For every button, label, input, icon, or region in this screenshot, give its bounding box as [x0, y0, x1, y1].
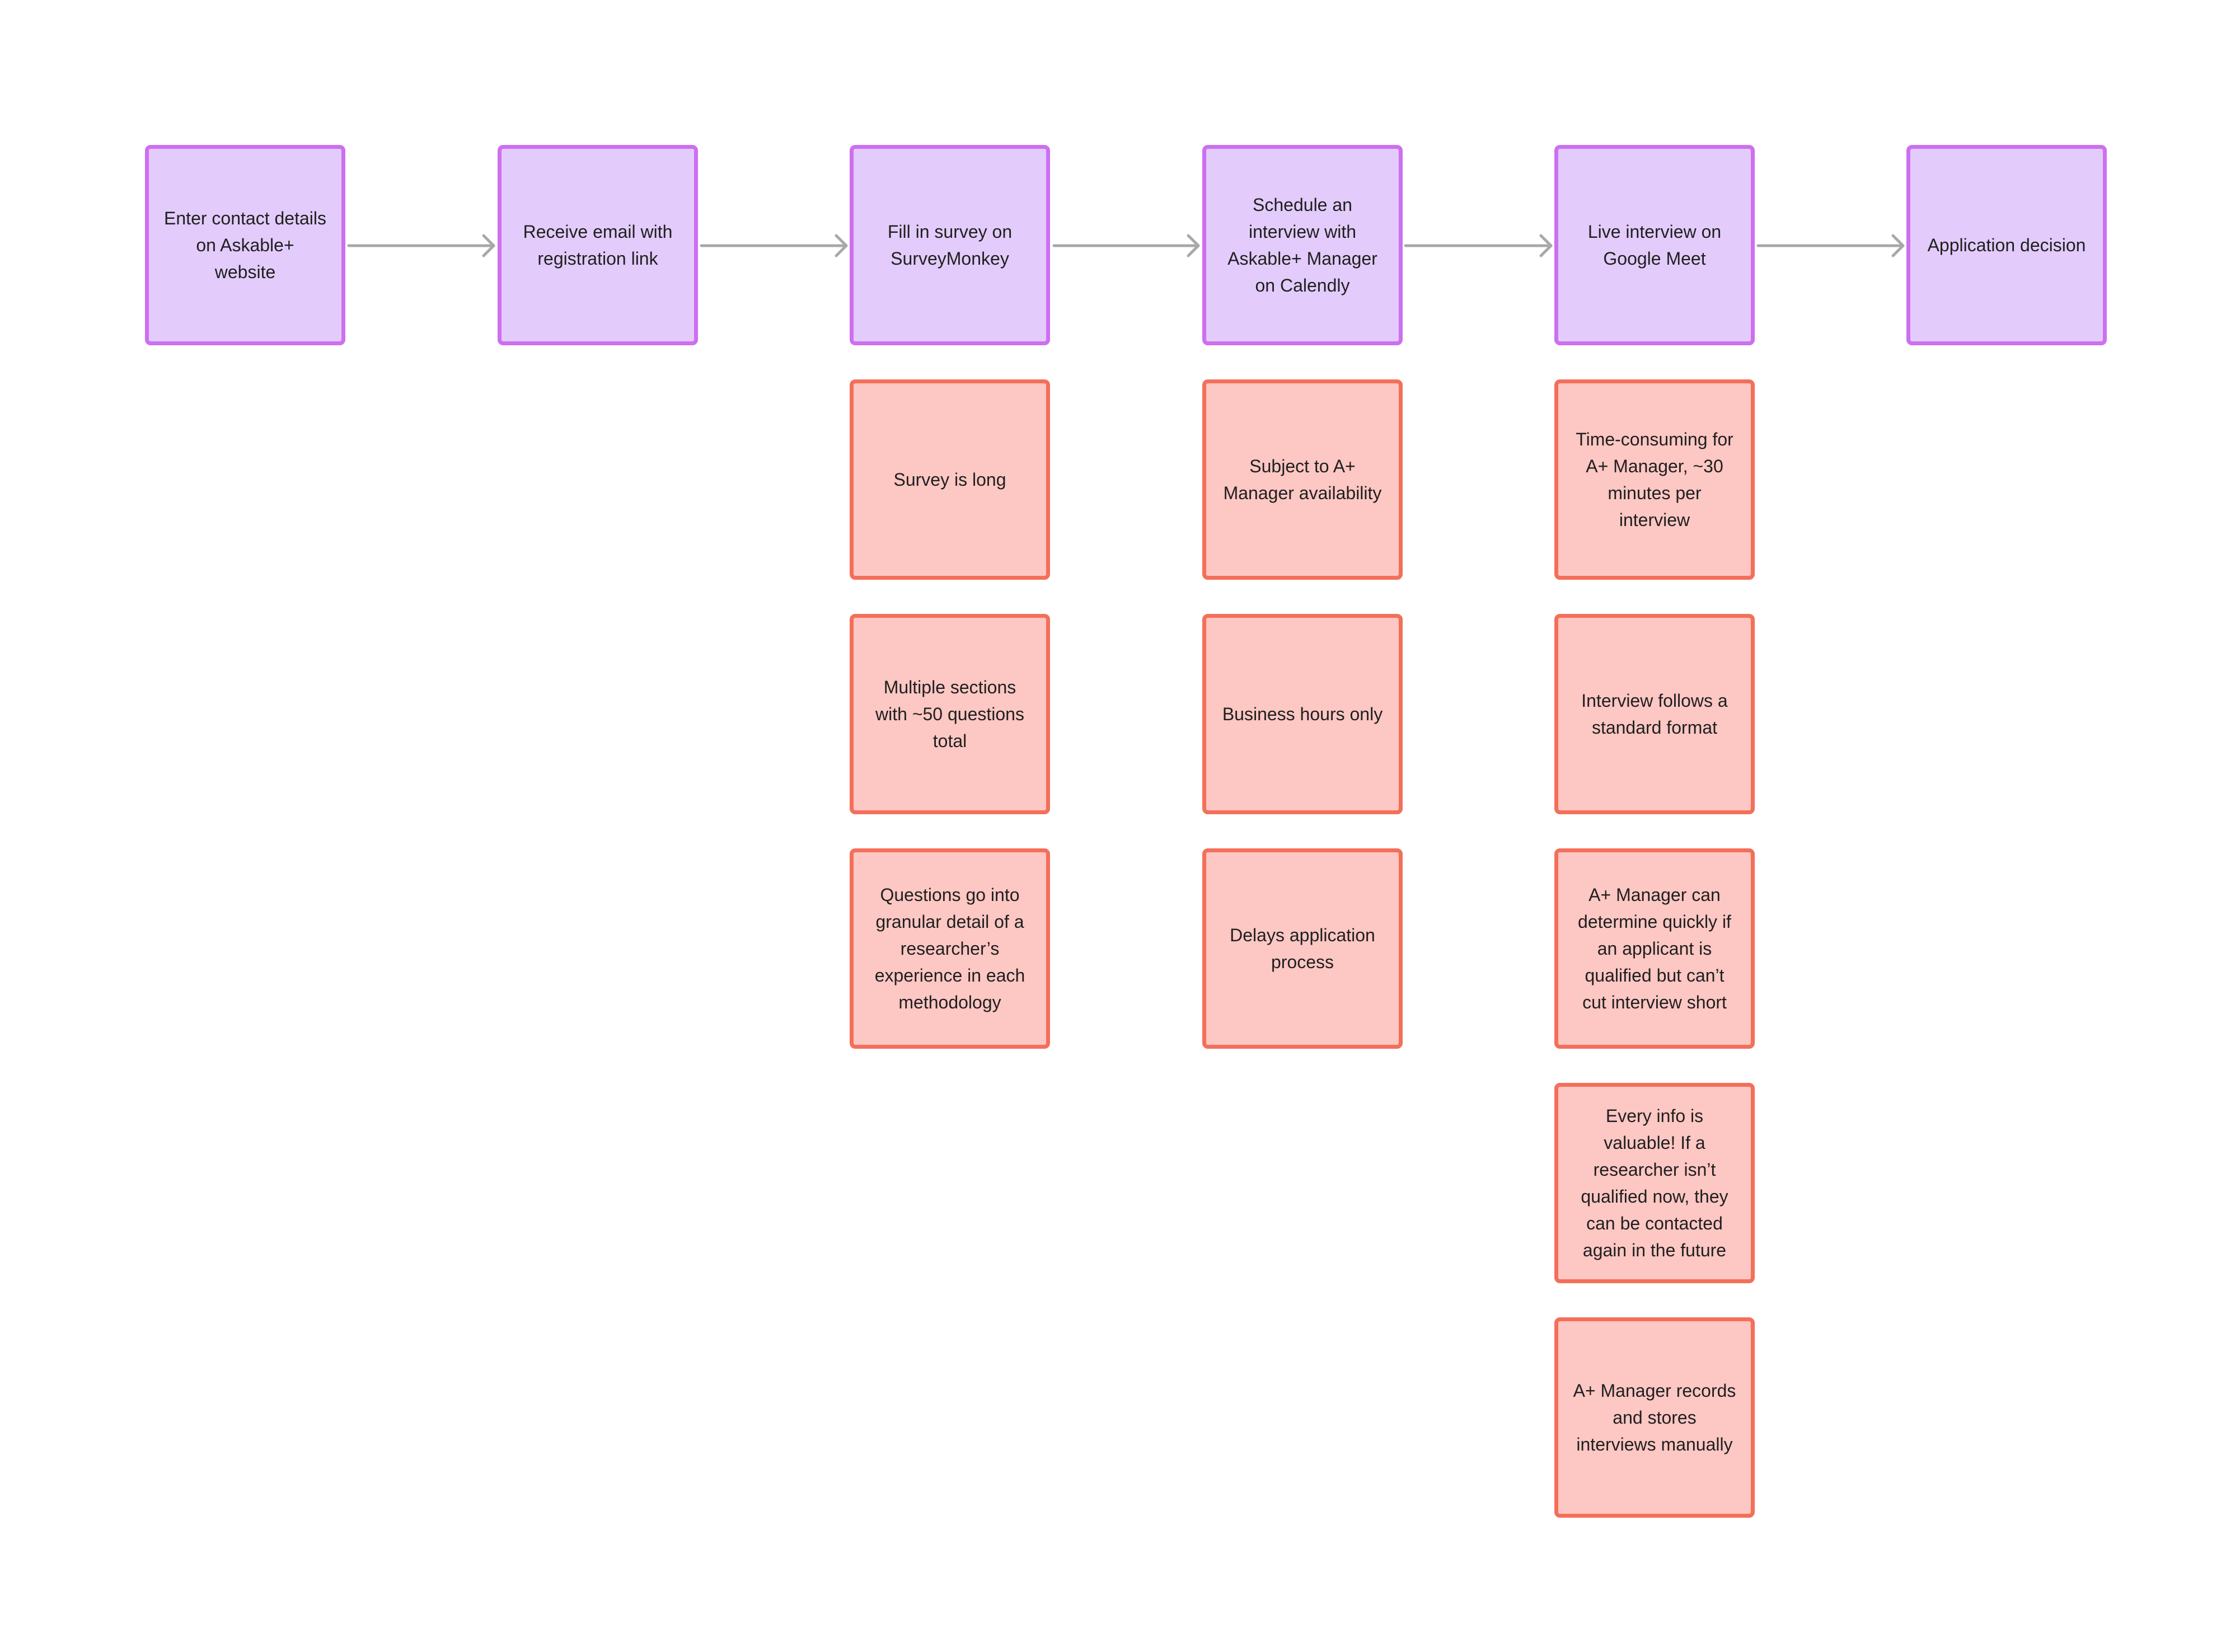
step-application-decision: Application decision	[1906, 145, 2107, 345]
step-label: Fill in survey on SurveyMonkey	[887, 222, 1013, 269]
step-live-interview: Live interview on Google Meet	[1554, 145, 1755, 345]
pain-point-survey-long: Survey is long	[850, 379, 1050, 580]
arrow-step2-to-step3	[700, 234, 848, 257]
pain-point-manager-availability: Subject to A+ Manager availability	[1202, 379, 1403, 580]
pain-point-info-valuable: Every info is valuable! If a researcher …	[1554, 1083, 1755, 1283]
pain-point-records-manually: A+ Manager records and stores interviews…	[1554, 1317, 1755, 1518]
arrow-step3-to-step4	[1052, 234, 1200, 257]
step-label: Application decision	[1927, 235, 2086, 255]
step-label: Live interview on Google Meet	[1587, 222, 1722, 269]
pain-point-time-consuming: Time-consuming for A+ Manager, ~30 minut…	[1554, 379, 1755, 580]
pain-point-cant-cut-short: A+ Manager can determine quickly if an a…	[1554, 848, 1755, 1049]
pain-point-business-hours: Business hours only	[1202, 614, 1403, 814]
step-schedule-interview: Schedule an interview with Askable+ Mana…	[1202, 145, 1403, 345]
pain-point-delays-process: Delays application process	[1202, 848, 1403, 1049]
pain-point-text: Survey is long	[893, 470, 1006, 490]
pain-point-survey-granular: Questions go into granular detail of a r…	[850, 848, 1050, 1049]
step-label: Receive email with registration link	[523, 222, 673, 269]
pain-point-text: Delays application process	[1230, 925, 1375, 972]
pain-point-text: A+ Manager records and stores interviews…	[1573, 1381, 1736, 1454]
step-fill-in-survey: Fill in survey on SurveyMonkey	[850, 145, 1050, 345]
pain-point-text: Time-consuming for A+ Manager, ~30 minut…	[1576, 429, 1733, 530]
pain-point-standard-format: Interview follows a standard format	[1554, 614, 1755, 814]
step-label: Enter contact details on Askable+ websit…	[164, 208, 326, 282]
pain-point-text: Subject to A+ Manager availability	[1223, 456, 1382, 503]
pain-point-survey-sections: Multiple sections with ~50 questions tot…	[850, 614, 1050, 814]
pain-point-text: Interview follows a standard format	[1581, 691, 1728, 738]
pain-point-text: Questions go into granular detail of a r…	[874, 885, 1025, 1012]
pain-point-text: Every info is valuable! If a researcher …	[1581, 1106, 1728, 1260]
step-label: Schedule an interview with Askable+ Mana…	[1227, 195, 1377, 295]
pain-point-text: Business hours only	[1222, 704, 1383, 724]
pain-point-text: Multiple sections with ~50 questions tot…	[875, 677, 1024, 751]
arrow-step1-to-step2	[347, 234, 495, 257]
step-enter-contact-details: Enter contact details on Askable+ websit…	[145, 145, 345, 345]
step-receive-email: Receive email with registration link	[498, 145, 698, 345]
arrow-step4-to-step5	[1404, 234, 1553, 257]
arrow-step5-to-step6	[1756, 234, 1905, 257]
pain-point-text: A+ Manager can determine quickly if an a…	[1578, 885, 1731, 1012]
